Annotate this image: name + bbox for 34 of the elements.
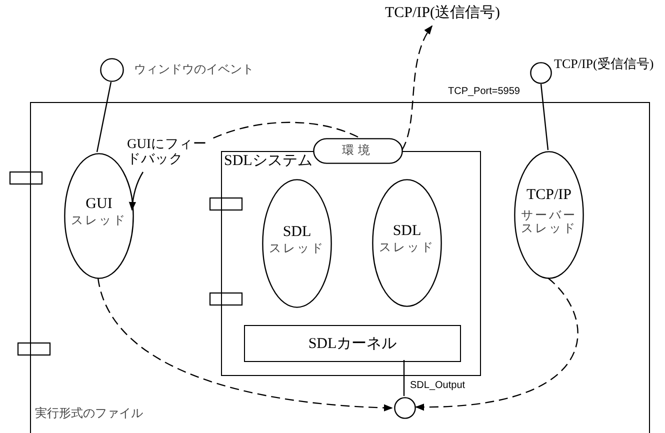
- port-label: TCP_Port=5959: [448, 86, 520, 97]
- signal-label: TCP/IP(受信信号): [554, 57, 654, 72]
- environment-pill: [313, 138, 403, 164]
- thread-title: SDL: [282, 224, 312, 240]
- thread-ellipse: [262, 179, 332, 308]
- system-box: [244, 325, 461, 362]
- signal-label: ウィンドウのイベント: [134, 63, 254, 76]
- interface-circle: [530, 62, 552, 84]
- thread-ellipse: [372, 179, 442, 307]
- thread-title: SDL: [392, 223, 422, 240]
- kernel-label: SDLカーネル: [308, 336, 397, 352]
- thread-label: サーバースレッド: [521, 209, 577, 236]
- interface-circle: [100, 58, 124, 82]
- connector: [540, 84, 549, 150]
- thread-label: スレッド: [269, 242, 325, 255]
- executable-frame: [30, 102, 650, 433]
- connector: [96, 82, 112, 152]
- environment-label: 環境: [342, 144, 374, 158]
- connector: [401, 25, 432, 150]
- connector: [403, 360, 405, 396]
- thread-label: スレッド: [379, 241, 435, 254]
- interface-circle: [394, 397, 416, 419]
- note-text: GUIにフィードバック: [127, 137, 208, 167]
- system-title: SDLシステム: [224, 153, 312, 170]
- thread-ellipse: [514, 151, 584, 279]
- port-label: SDL_Output: [410, 380, 466, 391]
- thread-label: スレッド: [71, 214, 127, 228]
- leader-line: [129, 172, 144, 211]
- thread-title: TCP/IP: [526, 187, 572, 204]
- connector: [415, 278, 578, 410]
- connector: [97, 278, 393, 412]
- frame-title: 実行形式のファイル: [35, 407, 143, 420]
- thread-title: GUI: [86, 196, 112, 212]
- signal-label: TCP/IP(送信信号): [385, 5, 500, 22]
